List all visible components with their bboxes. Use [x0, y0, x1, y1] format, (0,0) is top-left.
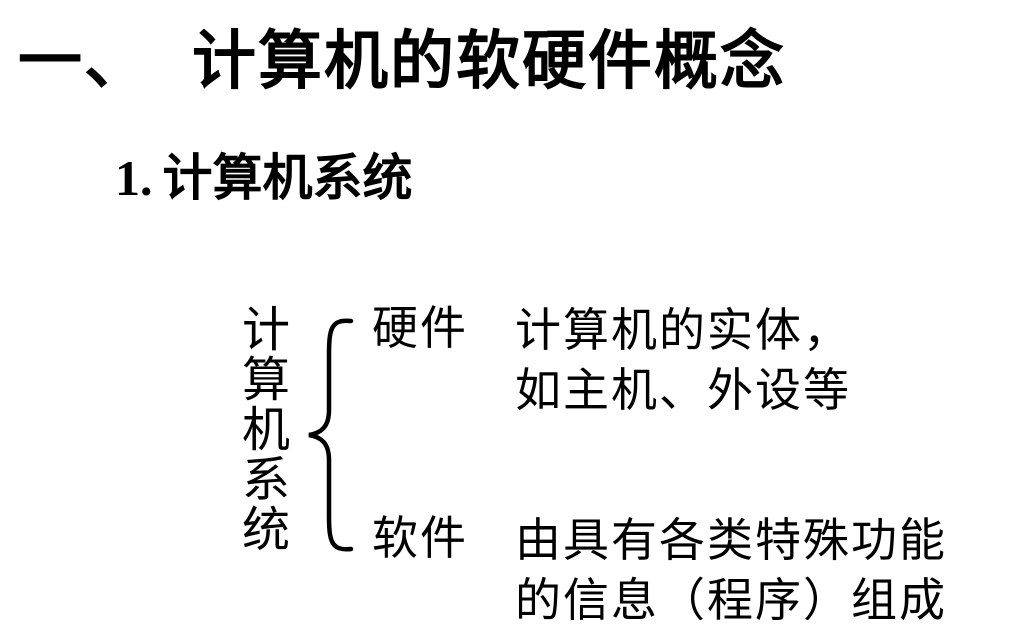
section-number: 1.	[115, 150, 153, 206]
title-number: 一、	[18, 24, 150, 99]
label-char: 机	[241, 402, 290, 458]
title-text: 计算机的软硬件概念	[192, 24, 786, 99]
description-line: 计算机的实体，	[515, 303, 851, 357]
description-line: 的信息（程序）组成	[515, 573, 947, 627]
hardware-description: 计算机的实体， 如主机、外设等	[515, 300, 851, 420]
curly-brace-icon	[308, 318, 354, 552]
label-char: 统	[241, 502, 290, 558]
label-char: 系	[241, 452, 290, 508]
computer-system-label: 计 算 机 系 统	[238, 305, 294, 555]
section-text: 计算机系统	[162, 148, 413, 207]
software-term: 软件	[372, 511, 468, 565]
section-heading: 1.计算机系统	[115, 143, 413, 213]
hardware-term: 硬件	[372, 301, 468, 355]
description-line: 由具有各类特殊功能	[515, 513, 947, 567]
label-char: 计	[241, 302, 290, 358]
slide-title: 一、计算机的软硬件概念	[18, 18, 786, 106]
label-char: 算	[241, 352, 290, 408]
description-line: 如主机、外设等	[515, 363, 851, 417]
software-description: 由具有各类特殊功能 的信息（程序）组成	[515, 510, 947, 630]
